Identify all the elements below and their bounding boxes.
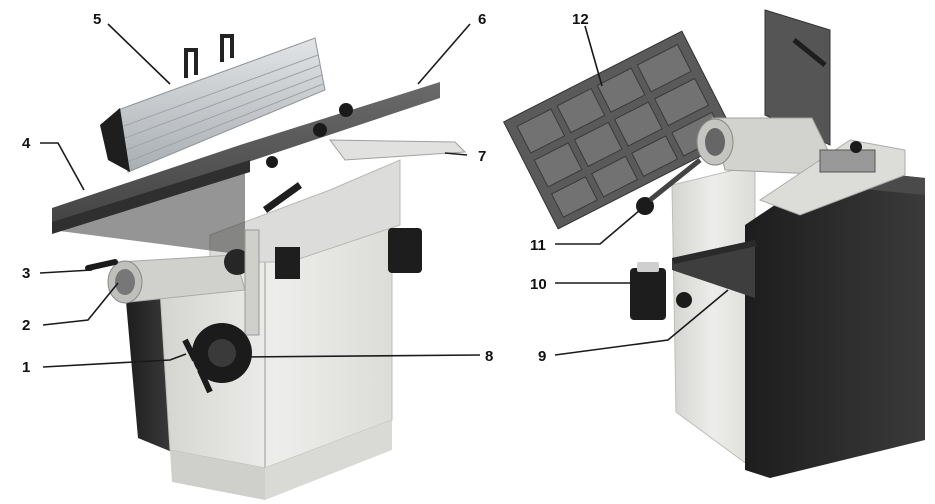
leader-line-1 [42, 353, 187, 368]
cabinet-rear-panel [125, 290, 172, 452]
callout-label-5: 5 [93, 11, 101, 28]
callout-label-4: 4 [22, 135, 31, 152]
callout-label-7: 7 [478, 148, 486, 165]
callout-label-11: 11 [530, 237, 546, 254]
cabinet-main-dark [745, 168, 925, 478]
leader-line-2 [42, 282, 119, 326]
leader-line-8 [239, 354, 481, 358]
leader-lines [39, 23, 729, 368]
callout-label-9: 9 [538, 348, 546, 365]
leader-line-6 [417, 23, 471, 85]
callout-label-3: 3 [22, 265, 30, 282]
leader-line-9 [554, 289, 729, 356]
callout-label-2: 2 [22, 317, 30, 334]
rear-tilted-table [764, 9, 831, 146]
table-knob [339, 103, 353, 117]
switch-box [630, 268, 666, 320]
left-machine-view [52, 34, 467, 500]
switch-box [388, 228, 422, 273]
callout-labels: 1 2 3 4 5 6 7 8 9 10 11 12 [22, 11, 589, 376]
control-panel [275, 247, 300, 279]
side-knob [266, 156, 278, 168]
leader-line-3 [39, 269, 93, 274]
wood-guide-plate [328, 139, 467, 161]
planer-table [52, 82, 440, 225]
cabinet-side-light [671, 164, 756, 471]
callout-label-8: 8 [485, 348, 493, 365]
leader-line-7 [444, 152, 468, 156]
callout-label-10: 10 [530, 276, 547, 293]
callout-label-1: 1 [22, 359, 30, 376]
leader-line-12 [584, 25, 603, 87]
callout-label-6: 6 [478, 11, 486, 28]
leader-line-4 [40, 142, 85, 191]
adjustment-knob [636, 197, 654, 215]
callout-label-12: 12 [572, 11, 589, 28]
leader-line-11 [555, 209, 641, 245]
right-machine-view [502, 9, 925, 478]
table-knob [313, 123, 327, 137]
leader-line-5 [107, 23, 171, 85]
